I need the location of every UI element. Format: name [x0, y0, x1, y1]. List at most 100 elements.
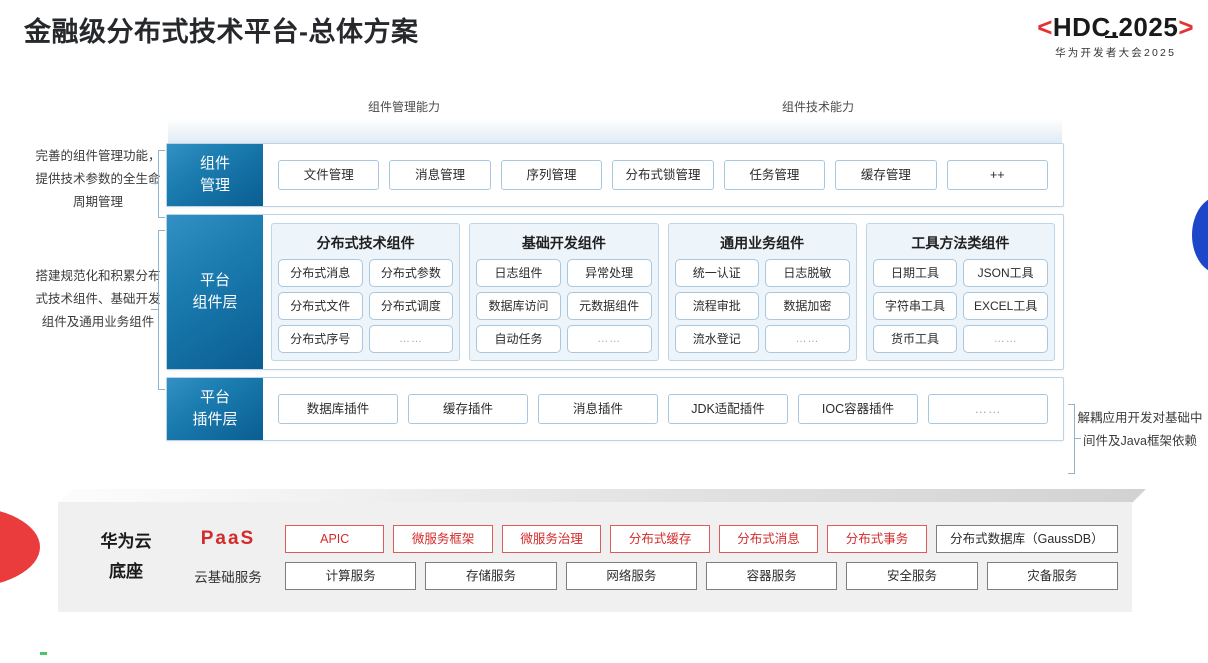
- red-wedge-decoration: [0, 506, 40, 588]
- angle-right-icon: >: [1178, 12, 1194, 42]
- cell-more[interactable]: ……: [765, 325, 850, 353]
- pill-microservice-governance[interactable]: 微服务治理: [501, 524, 602, 553]
- grid-row: 分布式消息 分布式参数: [278, 259, 454, 287]
- annotation-left-platform-components: 搭建规范化和积累分布式技术组件、基础开发组件及通用业务组件: [35, 269, 161, 330]
- brace-plugin-layer: [1068, 404, 1075, 474]
- layer-body-platform-component: 分布式技术组件 分布式消息 分布式参数 分布式文件 分布式调度: [263, 215, 1063, 369]
- cell-process-approval[interactable]: 流程审批: [674, 292, 760, 320]
- chip-file-management[interactable]: 文件管理: [278, 160, 380, 190]
- pill-network-service[interactable]: 网络服务: [565, 561, 697, 590]
- cell-automated-task[interactable]: 自动任务: [476, 325, 561, 353]
- cell-currency-utility[interactable]: 货币工具: [872, 325, 958, 353]
- hdc-logo-text: HDC.2025: [1052, 12, 1179, 42]
- grid-row: 流水登记 ……: [674, 325, 850, 353]
- cell-distributed-sequence[interactable]: 分布式序号: [278, 325, 363, 353]
- cell-more[interactable]: ……: [963, 325, 1048, 353]
- chip-message-plugin[interactable]: 消息插件: [538, 394, 658, 424]
- pill-distributed-transaction[interactable]: 分布式事务: [827, 524, 927, 553]
- pill-distributed-cache[interactable]: 分布式缓存: [610, 524, 710, 553]
- layer-platform-plugin: 平台 插件层 数据库插件 缓存插件 消息插件 JDK适配插件 IOC容器插件 ……: [166, 377, 1064, 441]
- group-grid: 日期工具 JSON工具 字符串工具 EXCEL工具 货币工具 ……: [872, 259, 1048, 353]
- cell-distributed-message[interactable]: 分布式消息: [278, 259, 363, 287]
- brace-platform-components: [158, 230, 165, 390]
- cell-string-utility[interactable]: 字符串工具: [872, 292, 958, 320]
- green-marker-decoration: [40, 652, 47, 655]
- cell-more[interactable]: ……: [566, 325, 652, 353]
- cell-excel-utility[interactable]: EXCEL工具: [963, 292, 1048, 320]
- chip-message-management[interactable]: 消息管理: [389, 160, 491, 190]
- layer-label-platform-plugin: 平台 插件层: [167, 378, 263, 440]
- cell-distributed-scheduling[interactable]: 分布式调度: [368, 292, 454, 320]
- pill-distributed-message[interactable]: 分布式消息: [718, 524, 819, 553]
- chip-distributed-lock-management[interactable]: 分布式锁管理: [612, 160, 714, 190]
- layer-label-line: 管理: [199, 177, 230, 194]
- pill-disaster-recovery-service[interactable]: 灾备服务: [986, 561, 1118, 590]
- chip-more[interactable]: ++: [946, 160, 1048, 190]
- cell-distributed-file[interactable]: 分布式文件: [278, 292, 363, 320]
- chip-sequence-management[interactable]: 序列管理: [500, 160, 603, 190]
- grid-row: 分布式文件 分布式调度: [278, 292, 454, 320]
- cell-json-utility[interactable]: JSON工具: [963, 259, 1048, 287]
- layer-label-line: 组件层: [192, 294, 238, 311]
- base-title-line: 底座: [109, 562, 143, 581]
- blue-lens-decoration: [1192, 196, 1208, 274]
- pill-compute-service[interactable]: 计算服务: [285, 561, 417, 590]
- layer-body-component-management: 文件管理 消息管理 序列管理 分布式锁管理 任务管理 缓存管理 ++: [263, 144, 1063, 206]
- base-rows: PaaS APIC 微服务框架 微服务治理 分布式缓存 分布式消息 分布式事务 …: [180, 524, 1118, 590]
- hdc-underline-mark: [1105, 36, 1119, 38]
- cell-metadata-component[interactable]: 元数据组件: [566, 292, 652, 320]
- base-title-line: 华为云: [100, 532, 152, 552]
- chip-cache-plugin[interactable]: 缓存插件: [408, 394, 528, 424]
- pill-microservice-framework[interactable]: 微服务框架: [393, 524, 493, 553]
- brace-nub: [1074, 438, 1081, 439]
- layer-label-line: 插件层: [192, 411, 238, 428]
- pill-apic[interactable]: APIC: [285, 524, 385, 553]
- base-row-paas: PaaS APIC 微服务框架 微服务治理 分布式缓存 分布式消息 分布式事务 …: [180, 524, 1118, 553]
- group-basic-development-components: 基础开发组件 日志组件 异常处理 数据库访问 元数据组件 自动任: [469, 223, 659, 361]
- base-slab-huawei-cloud: 华为云 底座 PaaS APIC 微服务框架 微服务治理 分布式缓存 分布式消息…: [58, 502, 1132, 612]
- group-grid: 统一认证 日志脱敏 流程审批 数据加密 流水登记 ……: [674, 259, 850, 353]
- hdc-logo: <HDC.2025> 华为开发者大会2025: [1037, 14, 1194, 60]
- brace-component-management: [158, 150, 165, 218]
- cell-more[interactable]: ……: [368, 325, 454, 353]
- cell-unified-authentication[interactable]: 统一认证: [674, 259, 760, 287]
- cell-transaction-registration[interactable]: 流水登记: [674, 325, 760, 353]
- architecture-stack: 组件 管理 文件管理 消息管理 序列管理 分布式锁管理 任务管理 缓存管理 ++…: [166, 143, 1064, 448]
- chip-task-management[interactable]: 任务管理: [723, 160, 826, 190]
- cell-date-utility[interactable]: 日期工具: [872, 259, 958, 287]
- layer-label-line: 组件: [199, 155, 230, 173]
- chip-jdk-adapter-plugin[interactable]: JDK适配插件: [668, 394, 788, 424]
- pill-container-service[interactable]: 容器服务: [705, 561, 838, 590]
- pill-security-service[interactable]: 安全服务: [846, 561, 978, 590]
- cell-log-component[interactable]: 日志组件: [476, 259, 561, 287]
- cell-log-masking[interactable]: 日志脱敏: [765, 259, 850, 287]
- cell-data-encryption[interactable]: 数据加密: [765, 292, 850, 320]
- cell-distributed-parameter[interactable]: 分布式参数: [368, 259, 454, 287]
- base-row-cloud-infra: 云基础服务 计算服务 存储服务 网络服务 容器服务 安全服务 灾备服务: [180, 561, 1118, 590]
- pill-storage-service[interactable]: 存储服务: [425, 561, 557, 590]
- chip-cache-management[interactable]: 缓存管理: [835, 160, 937, 190]
- grid-row: 统一认证 日志脱敏: [674, 259, 850, 287]
- base-row-tag-cloud-infra: 云基础服务: [194, 569, 262, 585]
- angle-left-icon: <: [1037, 12, 1053, 42]
- brace-nub: [151, 183, 158, 184]
- chip-database-plugin[interactable]: 数据库插件: [278, 394, 398, 424]
- grid-row: 分布式序号 ……: [278, 325, 454, 353]
- cell-database-access[interactable]: 数据库访问: [476, 292, 561, 320]
- pill-distributed-database-gaussdb[interactable]: 分布式数据库（GaussDB）: [935, 524, 1118, 553]
- group-title: 分布式技术组件: [316, 235, 415, 251]
- chip-ioc-container-plugin[interactable]: IOC容器插件: [798, 394, 918, 424]
- layer-label-component-management: 组件 管理: [167, 144, 263, 206]
- grid-row: 流程审批 数据加密: [674, 292, 850, 320]
- hdc-logo-subtitle: 华为开发者大会2025: [1055, 47, 1177, 59]
- grid-row: 字符串工具 EXCEL工具: [872, 292, 1048, 320]
- brace-nub: [151, 309, 158, 310]
- group-title: 工具方法类组件: [911, 235, 1010, 251]
- annotation-left-component-management: 完善的组件管理功能，提供技术参数的全生命周期管理: [35, 149, 161, 210]
- cell-exception-handling[interactable]: 异常处理: [566, 259, 652, 287]
- base-slab-inner: 华为云 底座 PaaS APIC 微服务框架 微服务治理 分布式缓存 分布式消息…: [58, 502, 1132, 612]
- base-slab-bevel: [58, 489, 1146, 503]
- component-group-row: 分布式技术组件 分布式消息 分布式参数 分布式文件 分布式调度: [271, 223, 1055, 361]
- arrow-label-component-technology: 组件技术能力: [782, 100, 855, 114]
- chip-more[interactable]: ……: [928, 394, 1048, 424]
